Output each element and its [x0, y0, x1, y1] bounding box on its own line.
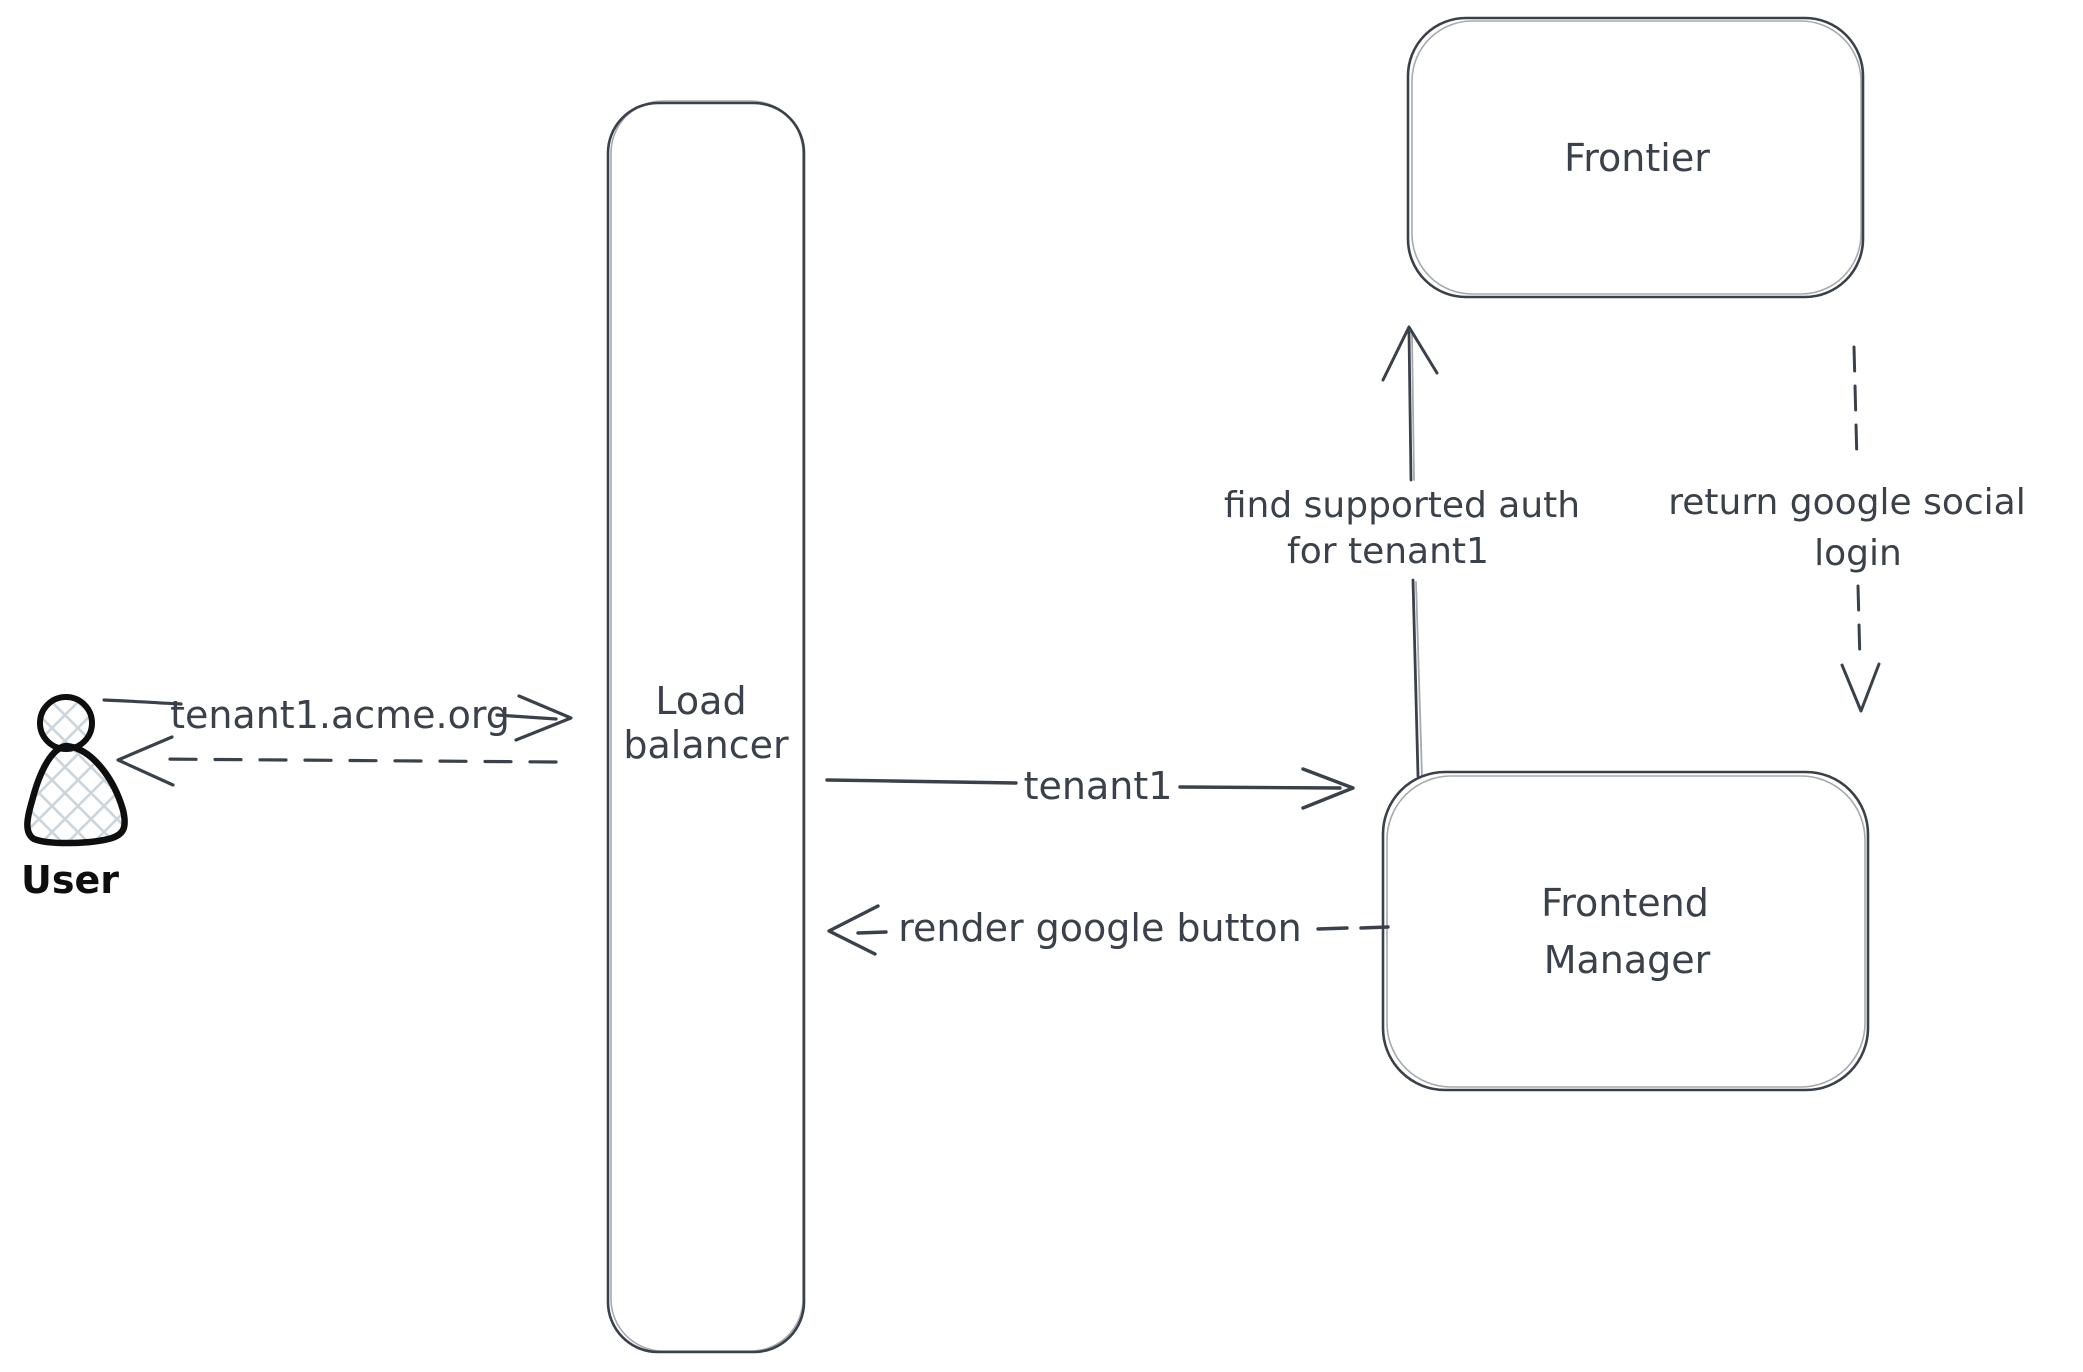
arrowhead-left-icon	[116, 735, 175, 787]
user-actor-head-icon	[37, 694, 95, 752]
edge-user-to-load-balancer: tenant1.acme.org	[102, 693, 573, 742]
frontend-manager-label-line1: Frontend	[1541, 881, 1709, 925]
edge-label-return-google-social-line1: return google social	[1668, 482, 2026, 523]
user-actor-label: User	[21, 858, 119, 902]
frontier-label: Frontier	[1564, 136, 1710, 180]
frontend-manager-node: Frontend Manager	[1381, 770, 1870, 1092]
load-balancer-box	[606, 101, 806, 1354]
frontend-manager-box	[1381, 770, 1870, 1092]
arrowhead-down-icon	[1840, 662, 1881, 713]
edge-frontier-to-frontend-manager: return google social login	[1668, 345, 2026, 713]
edge-line	[825, 778, 1018, 785]
load-balancer-node: Load balancer	[606, 100, 806, 1354]
load-balancer-label-line1: Load	[655, 679, 746, 723]
edge-dashed-line	[1856, 584, 1862, 664]
edge-dashed-line	[150, 757, 558, 764]
frontier-box-sketch-stroke	[1411, 20, 1862, 295]
edge-label-tenant1-acme-org: tenant1.acme.org	[170, 693, 510, 737]
user-actor: User	[21, 694, 128, 902]
edge-line	[1411, 578, 1420, 778]
frontier-box	[1406, 16, 1865, 299]
load-balancer-box-sketch-stroke	[610, 100, 804, 1352]
edge-line	[102, 698, 183, 706]
edge-load-balancer-to-user	[116, 735, 558, 787]
edge-line	[1178, 785, 1342, 790]
arrowhead-right-icon	[1301, 767, 1355, 810]
edge-line	[495, 713, 558, 721]
frontend-manager-box-sketch-stroke	[1386, 775, 1866, 1088]
edge-dashed-line	[1359, 925, 1390, 930]
arrowhead-left-icon	[827, 904, 880, 956]
frontend-manager-label-line2: Manager	[1544, 938, 1711, 982]
edge-label-tenant1: tenant1	[1024, 764, 1173, 808]
edge-frontend-manager-to-frontier: find supported auth for tenant1	[1224, 325, 1580, 778]
edge-frontend-manager-to-load-balancer: render google button	[827, 904, 1390, 956]
user-actor-body-icon	[24, 742, 128, 847]
edge-label-render-google-button: render google button	[898, 906, 1302, 950]
frontier-node: Frontier	[1406, 16, 1865, 299]
edge-label-find-supported-auth-line1: find supported auth	[1224, 485, 1580, 526]
edge-line	[1407, 330, 1413, 482]
edge-line-sketch	[1411, 333, 1423, 777]
arrowhead-up-icon	[1381, 325, 1439, 382]
arrowhead-right-icon	[514, 694, 573, 742]
edge-dashed-line	[1316, 926, 1349, 931]
edge-dashed-line	[1852, 345, 1859, 464]
edge-dashed-line	[856, 930, 888, 935]
edge-label-find-supported-auth-line2: for tenant1	[1287, 531, 1489, 572]
edge-label-return-google-social-line2: login	[1814, 533, 1902, 574]
load-balancer-label-line2: balancer	[623, 723, 789, 767]
edge-load-balancer-to-frontend-manager: tenant1	[825, 764, 1355, 810]
